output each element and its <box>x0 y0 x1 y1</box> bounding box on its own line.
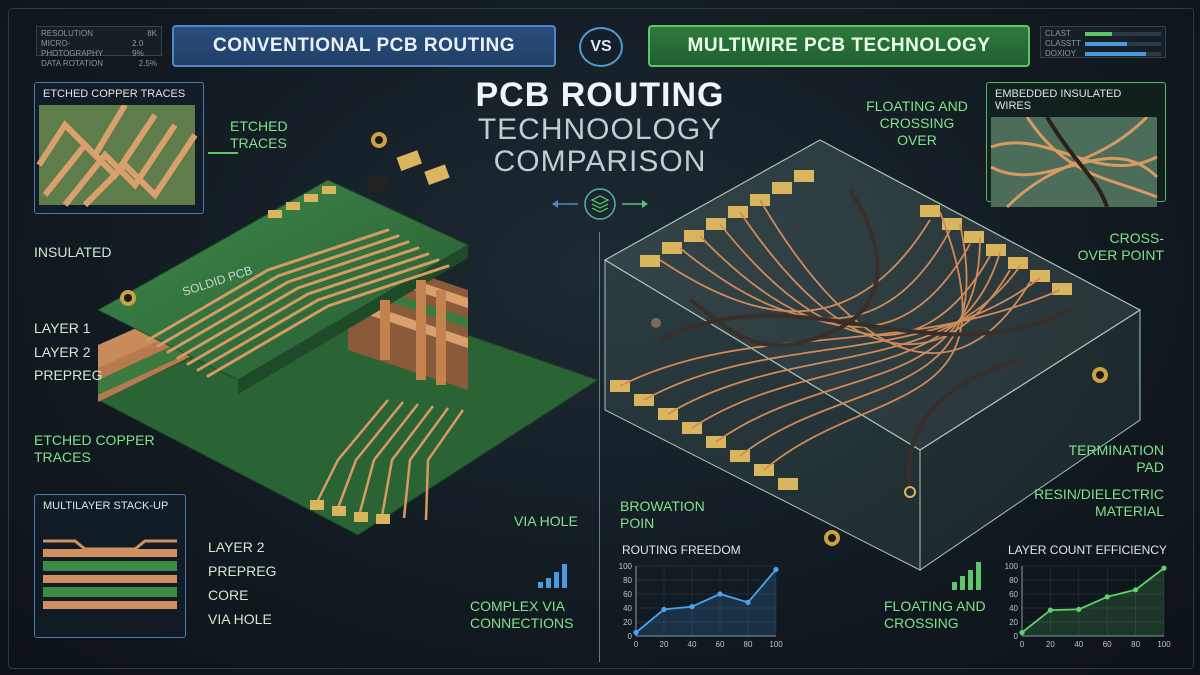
label-complex-via: COMPLEX VIA CONNECTIONS <box>470 598 574 631</box>
data-point <box>689 604 695 610</box>
compare-layers-icon <box>552 188 648 220</box>
mounting-hole <box>371 132 387 148</box>
series-area <box>1022 568 1164 636</box>
label-crossover-point: CROSS-OVER POINT <box>1077 230 1164 263</box>
stackup-label: CORE <box>208 587 249 603</box>
inset-title: ETCHED COPPER TRACES <box>43 88 186 100</box>
label-layer2: LAYER 2 <box>34 344 91 360</box>
label-termination-pad: TERMINATION PAD <box>1068 442 1164 475</box>
y-tick-label: 100 <box>619 562 633 571</box>
label-layer1: LAYER 1 <box>34 320 91 336</box>
level-bar <box>1085 42 1127 46</box>
y-tick-label: 80 <box>1009 576 1018 585</box>
data-point <box>717 591 723 597</box>
label-resin: RESIN/DIELECTRIC MATERIAL <box>1034 486 1164 519</box>
y-tick-label: 40 <box>623 604 632 613</box>
data-point <box>1104 594 1110 600</box>
layer-count-efficiency-chart: 0 20 40 60 80 100 0 20 40 60 80 100 <box>1005 562 1172 649</box>
data-point <box>661 606 667 612</box>
stat-row: CLASSTT <box>1045 39 1161 49</box>
y-tick-label: 20 <box>1009 618 1018 627</box>
x-tick-label: 100 <box>1157 640 1171 649</box>
data-point <box>1047 607 1053 613</box>
y-tick-label: 100 <box>1005 562 1019 571</box>
y-tick-label: 80 <box>623 576 632 585</box>
data-point <box>1019 629 1025 636</box>
x-tick-label: 100 <box>769 640 783 649</box>
chart-title-layer: LAYER COUNT EFFICIENCY <box>1008 543 1167 557</box>
multiwire-banner: MULTIWIRE PCB TECHNOLOGY <box>648 25 1030 67</box>
title-line-2: TECHNOOLOGY <box>477 113 723 146</box>
level-bar <box>1085 52 1146 56</box>
stackup-label: PREPREG <box>208 563 277 579</box>
routing-freedom-chart: 0 20 40 60 80 100 0 20 40 60 80 100 <box>619 562 784 649</box>
label-etched-traces: ETCHED TRACES <box>230 118 288 151</box>
data-point <box>1133 587 1139 593</box>
arrow-line <box>208 152 238 154</box>
embedded-wires-inset: EMBEDDED INSULATED WIRES <box>986 82 1166 209</box>
stackup-diagram <box>43 539 177 609</box>
chart-title-routing: ROUTING FREEDOM <box>622 543 741 557</box>
multiwire-pcb-illustration <box>603 139 1142 571</box>
stat-row: DOXIOY <box>1045 49 1161 59</box>
label-prepreg: PREPREG <box>34 367 103 383</box>
y-tick-label: 0 <box>1014 632 1019 641</box>
title-line-3: COMPARISON <box>493 145 707 178</box>
wires-closeup <box>990 115 1159 209</box>
stackup-title: MULTILAYER STACK-UP <box>43 500 169 512</box>
stat-row: CLAST <box>1045 29 1161 39</box>
data-point <box>1161 565 1167 571</box>
x-tick-label: 60 <box>1103 640 1112 649</box>
conventional-banner: CONVENTIONAL PCB ROUTING <box>172 25 556 67</box>
y-tick-label: 60 <box>1009 590 1018 599</box>
vs-badge: VS <box>579 27 623 67</box>
label-via-hole: VIA HOLE <box>514 513 578 529</box>
x-tick-label: 20 <box>660 640 669 649</box>
stackup-label: VIA HOLE <box>208 611 272 627</box>
series-area <box>636 569 776 636</box>
conventional-pcb-illustration: SOLDID PCB <box>96 150 600 536</box>
center-divider <box>599 232 600 662</box>
label-floating-crossing: FLOATING AND CROSSING <box>884 598 986 631</box>
x-tick-label: 40 <box>1074 640 1083 649</box>
traces-closeup <box>36 103 198 208</box>
stackup-panel: MULTILAYER STACK-UP <box>34 494 186 638</box>
bar-chart-icon <box>538 564 567 588</box>
right-stats-panel: CLAST CLASSTT DOXIOY <box>1040 26 1166 58</box>
bar-chart-icon <box>952 562 981 590</box>
x-tick-label: 80 <box>744 640 753 649</box>
outer-frame <box>8 8 1194 669</box>
label-insulated: INSULATED <box>34 244 112 260</box>
y-tick-label: 0 <box>628 632 633 641</box>
y-tick-label: 40 <box>1009 604 1018 613</box>
label-floating-crossing-over: FLOATING AND CROSSING OVER <box>866 98 968 148</box>
label-browation: BROWATION POIN <box>620 498 705 531</box>
y-tick-label: 20 <box>623 618 632 627</box>
x-tick-label: 60 <box>716 640 725 649</box>
stackup-label: LAYER 2 <box>208 539 265 555</box>
data-point <box>1076 606 1082 612</box>
level-bar <box>1085 32 1112 36</box>
data-point <box>633 629 639 636</box>
x-tick-label: 0 <box>634 640 639 649</box>
etched-traces-inset: ETCHED COPPER TRACES <box>34 82 204 214</box>
x-tick-label: 20 <box>1046 640 1055 649</box>
inset-title: EMBEDDED INSULATED WIRES <box>995 88 1122 112</box>
y-tick-label: 60 <box>623 590 632 599</box>
label-etched-copper-traces: ETCHED COPPER TRACES <box>34 432 155 465</box>
x-tick-label: 40 <box>688 640 697 649</box>
x-tick-label: 0 <box>1020 640 1025 649</box>
series-line <box>1021 567 1165 634</box>
series-line <box>635 568 777 634</box>
x-tick-label: 80 <box>1131 640 1140 649</box>
data-point <box>745 599 751 605</box>
title-line-1: PCB ROUTING <box>475 76 725 114</box>
data-point <box>773 566 779 573</box>
